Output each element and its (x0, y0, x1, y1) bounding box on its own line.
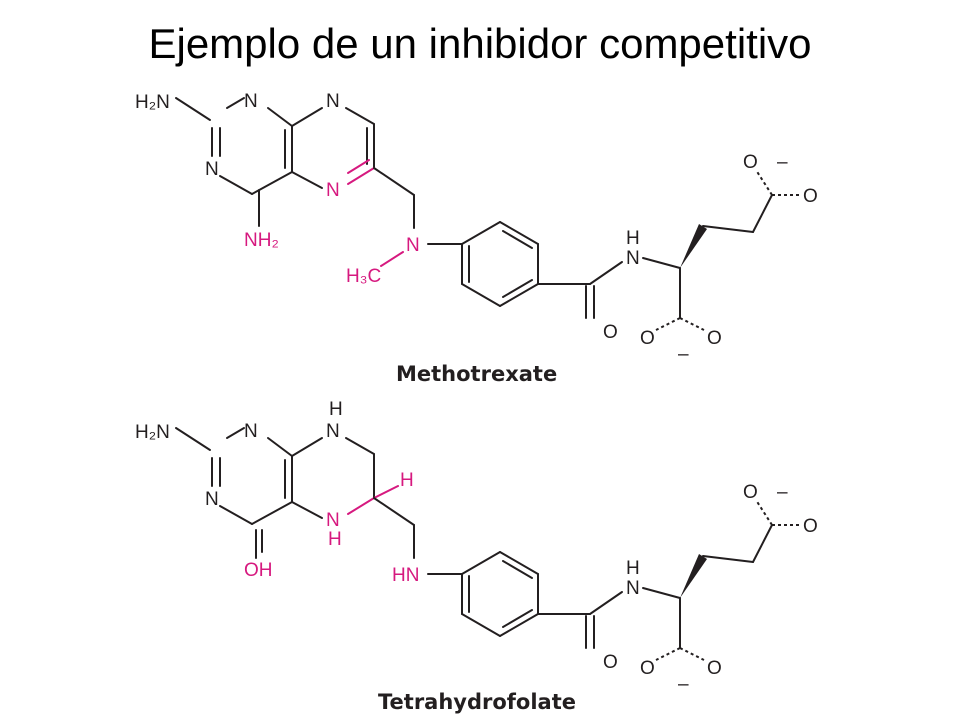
carboxylate-oxygen-top: O (743, 152, 758, 173)
bonds (175, 427, 800, 661)
page-title: Ejemplo de un inhibidor competitivo (148, 20, 812, 67)
tetrahydrofolate-structure: H₂N N H N N H N H OH HN H N O O – O O O … (135, 399, 818, 714)
carboxylate-oxygen-left: O (640, 658, 655, 679)
atom-n-pyrimidine: N (244, 421, 258, 442)
atom-n8: N (326, 421, 340, 442)
amide-hydrogen: H (626, 228, 640, 249)
carboxylate-oxygen-right: O (707, 328, 722, 349)
carbonyl-oxygen: O (603, 652, 618, 673)
carboxylate-oxygen-right: O (707, 658, 722, 679)
amino-group: H₂N (135, 422, 170, 443)
charge-top: – (777, 152, 788, 173)
bonds (175, 97, 800, 331)
amino-group-nh2: NH₂ (244, 230, 279, 251)
methyl-group: H₃C (346, 266, 381, 287)
hydroxyl-group: OH (244, 560, 273, 581)
tetrahydrofolate-caption: Tetrahydrofolate (378, 690, 576, 714)
methotrexate-structure: H₂N N N N N NH₂ N H₃C H N O O – O O O – … (135, 91, 818, 386)
carbonyl-oxygen: O (603, 322, 618, 343)
amide-nitrogen: N (626, 578, 640, 599)
atom-n5-hydrogen: H (328, 529, 342, 550)
charge-bottom: – (678, 674, 689, 695)
carboxylate-oxygen-left: O (640, 328, 655, 349)
amino-group: H₂N (135, 92, 170, 113)
atom-n10: N (406, 235, 420, 256)
atom-n3: N (205, 159, 219, 180)
atom-n5: N (326, 510, 340, 531)
carboxylate-oxygen-side: O (803, 186, 818, 207)
amide-hydrogen: H (626, 558, 640, 579)
atom-n10: HN (392, 565, 419, 586)
charge-top: – (777, 482, 788, 503)
carboxylate-oxygen-side: O (803, 516, 818, 537)
atom-n8: N (244, 91, 258, 112)
carboxylate-oxygen-top: O (743, 482, 758, 503)
atom-c6-hydrogen: H (400, 470, 414, 491)
methotrexate-caption: Methotrexate (396, 362, 557, 386)
atom-n8-hydrogen: H (329, 399, 343, 420)
atom-n5: N (326, 180, 340, 201)
amide-nitrogen: N (626, 248, 640, 269)
atom-n3: N (205, 489, 219, 510)
atom-n-pyrazine: N (326, 91, 340, 112)
charge-bottom: – (678, 344, 689, 365)
